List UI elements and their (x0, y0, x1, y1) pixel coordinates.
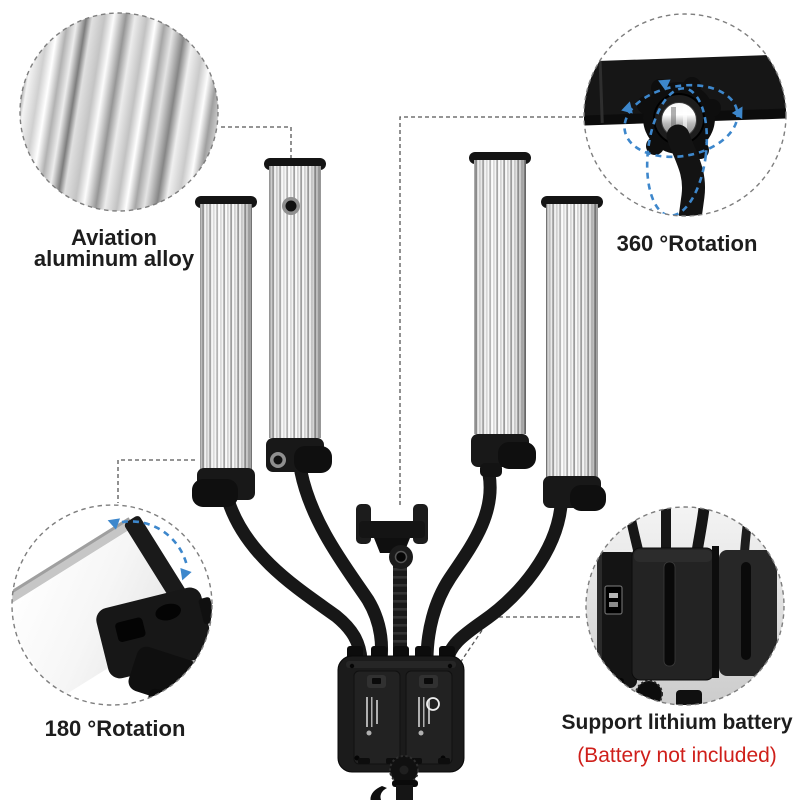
led-tube-inner-right (469, 152, 536, 477)
rotation-mount-detail (584, 14, 786, 216)
gooseneck-inner-right (420, 467, 497, 667)
phone-gooseneck-stem (393, 556, 407, 664)
lamp-head-detail (12, 505, 212, 705)
leader-360-rotation (399, 116, 583, 505)
control-unit (337, 646, 465, 800)
callout-circle-aluminum (19, 12, 219, 212)
callout-circle-180 (11, 504, 213, 706)
arrowheads-180 (107, 518, 192, 581)
led-tube-inner-left (264, 158, 332, 473)
swivel-ball-mount (637, 77, 721, 216)
callout-circle-battery (585, 506, 785, 706)
leader-180-rotation (117, 459, 195, 503)
leader-target-ring (426, 697, 440, 711)
phone-clamp-bar (359, 521, 425, 538)
clamp-lever[interactable] (370, 786, 387, 800)
usb-port[interactable] (604, 585, 623, 615)
brushed-aluminum-texture (20, 13, 218, 211)
aluminum-texture-detail (20, 13, 218, 211)
callout-circle-360 (583, 13, 787, 217)
spec-sticker-marks (366, 697, 430, 736)
stand-pole (396, 785, 413, 800)
gooseneck-outer-right (440, 499, 568, 669)
gooseneck-outer-left (222, 496, 368, 667)
phone-holder (356, 504, 428, 664)
gooseneck-arms (222, 465, 568, 669)
gooseneck-inner-left (294, 465, 389, 667)
led-tube-outer-left (192, 196, 257, 507)
battery-mount-detail (586, 507, 784, 705)
tube-port (285, 200, 297, 212)
led-tube-outer-right (541, 196, 606, 511)
